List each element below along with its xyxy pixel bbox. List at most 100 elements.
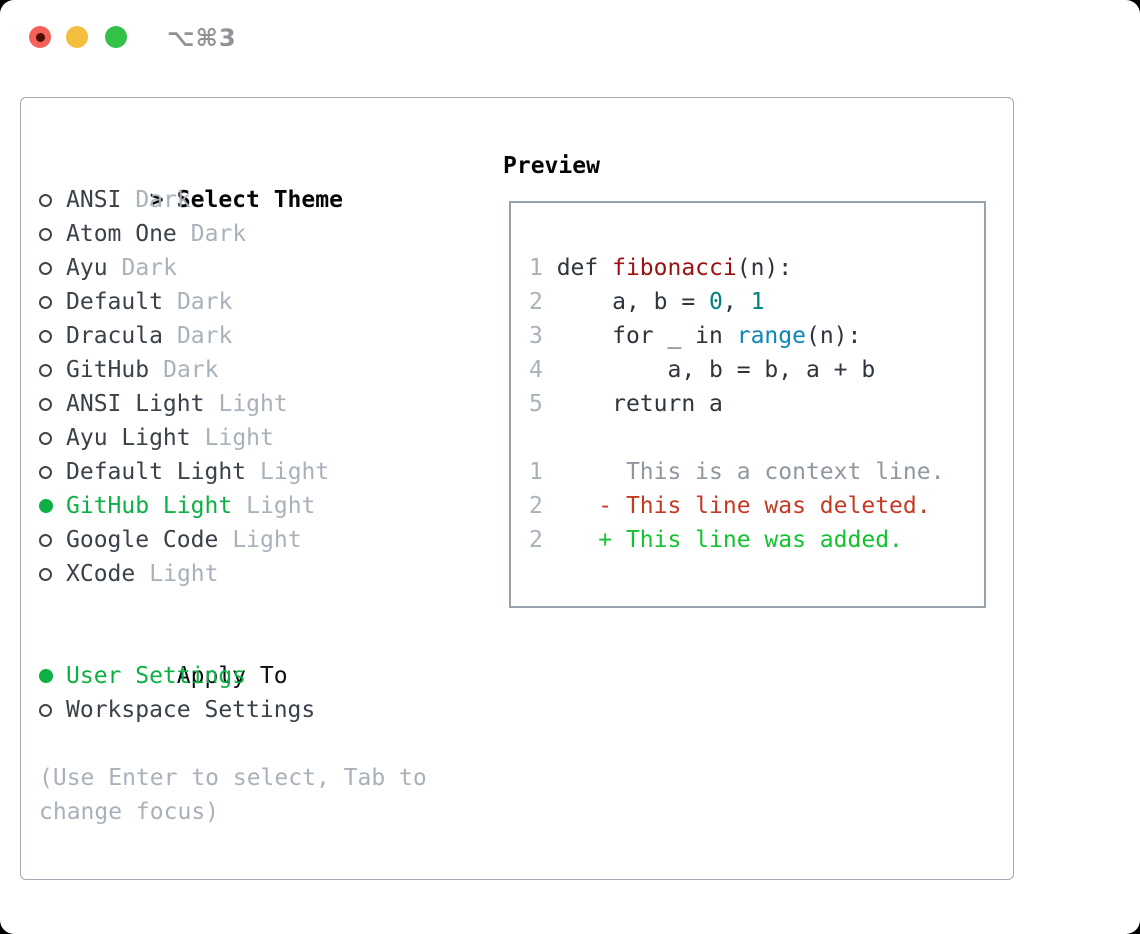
- theme-variant-label: Light: [149, 561, 219, 587]
- theme-option-label: Default: [66, 289, 163, 315]
- code-token: a, b = b, a + b: [556, 357, 876, 383]
- radio-icon: [39, 398, 52, 411]
- pointer-icon: >: [149, 187, 164, 213]
- apply-option-workspace-settings[interactable]: Workspace Settings: [39, 693, 315, 727]
- apply-option-user-settings[interactable]: User Settings: [39, 659, 315, 693]
- radio-icon: [39, 534, 52, 547]
- radio-icon: [39, 704, 52, 717]
- theme-option-ayu[interactable]: Ayu Dark: [39, 251, 343, 285]
- theme-option-label: Ayu: [66, 255, 108, 281]
- line-number: 3: [529, 323, 557, 349]
- theme-option-label: Dracula: [66, 323, 163, 349]
- line-number: 1: [529, 459, 557, 485]
- window-titlebar: ⌥⌘3: [0, 0, 1140, 97]
- window-title: ⌥⌘3: [167, 24, 237, 52]
- theme-option-ansi[interactable]: ANSI Dark: [39, 183, 343, 217]
- line-number: 4: [529, 357, 557, 383]
- code-line: [529, 421, 984, 455]
- theme-variant-label: Dark: [176, 323, 233, 349]
- close-button[interactable]: [29, 26, 51, 48]
- radio-icon: [39, 364, 52, 377]
- line-number: 2: [529, 289, 557, 315]
- theme-option-default[interactable]: Default Dark: [39, 285, 343, 319]
- theme-option-label: Atom One: [66, 221, 177, 247]
- theme-option-label: ANSI Light: [66, 391, 205, 417]
- theme-option-ayu-light[interactable]: Ayu Light Light: [39, 421, 343, 455]
- theme-option-dracula[interactable]: Dracula Dark: [39, 319, 343, 353]
- theme-variant-label: Dark: [121, 255, 177, 281]
- apply-to-header: Apply To: [39, 625, 315, 689]
- code-line: 4 a, b = b, a + b: [529, 353, 984, 387]
- code-token: def: [556, 255, 613, 281]
- code-token: ,: [722, 289, 751, 315]
- theme-option-github-light[interactable]: GitHub Light Light: [39, 489, 343, 523]
- code-token: (n):: [736, 255, 793, 281]
- radio-icon: [39, 466, 52, 479]
- unsaved-changes-dot-icon: [35, 32, 45, 42]
- radio-icon: [39, 330, 52, 343]
- radio-icon: [39, 568, 52, 581]
- code-line: 1 This is a context line.: [529, 455, 984, 489]
- code-token: This is a context line.: [556, 459, 945, 485]
- theme-option-label: Ayu Light: [66, 425, 191, 451]
- theme-option-google-code[interactable]: Google Code Light: [39, 523, 343, 557]
- theme-variant-label: Light: [246, 493, 316, 519]
- code-token: (n):: [805, 323, 862, 349]
- radio-icon: [39, 228, 52, 241]
- radio-icon: [39, 194, 52, 207]
- line-number: 2: [529, 493, 557, 519]
- theme-option-default-light[interactable]: Default Light Light: [39, 455, 343, 489]
- select-theme-title: Select Theme: [176, 187, 343, 213]
- line-number: 2: [529, 527, 557, 553]
- code-token: - This line was deleted.: [556, 493, 931, 519]
- apply-option-label: Workspace Settings: [66, 697, 316, 723]
- minimize-button[interactable]: [66, 26, 88, 48]
- radio-icon: [39, 262, 52, 275]
- code-line: 3 for _ in range(n):: [529, 319, 984, 353]
- theme-variant-label: Dark: [176, 289, 233, 315]
- theme-variant-label: Light: [204, 425, 274, 451]
- code-token: a, b =: [556, 289, 710, 315]
- code-line: 5 return a: [529, 387, 984, 421]
- theme-variant-label: Dark: [163, 357, 219, 383]
- theme-variant-label: Dark: [190, 221, 247, 247]
- code-token: + This line was added.: [556, 527, 903, 553]
- apply-option-label: User Settings: [66, 663, 247, 689]
- line-number: 1: [529, 255, 557, 281]
- theme-option-label: XCode: [66, 561, 136, 587]
- code-line: 2 + This line was added.: [529, 523, 984, 557]
- hint-text: (Use Enter to select, Tab to change focu…: [39, 765, 427, 825]
- theme-option-label: Google Code: [66, 527, 219, 553]
- code-token: 1: [750, 289, 765, 315]
- code-token: range: [736, 323, 806, 349]
- code-token: for _ in: [556, 323, 737, 349]
- preview-title: Preview: [503, 153, 600, 179]
- code-line: 2 - This line was deleted.: [529, 489, 984, 523]
- theme-option-label: Default Light: [66, 459, 247, 485]
- radio-selected-icon: [39, 499, 53, 513]
- theme-option-label: ANSI: [66, 187, 122, 213]
- select-theme-header: > Select Theme: [39, 149, 343, 213]
- apply-to-title: Apply To: [176, 663, 288, 689]
- code-line: 1 def fibonacci(n):: [529, 251, 984, 285]
- code-line: 2 a, b = 0, 1: [529, 285, 984, 319]
- theme-variant-label: Light: [260, 459, 330, 485]
- theme-option-atom-one[interactable]: Atom One Dark: [39, 217, 343, 251]
- radio-icon: [39, 296, 52, 309]
- code-token: return a: [556, 391, 723, 417]
- theme-variant-label: Light: [232, 527, 302, 553]
- zoom-button[interactable]: [105, 26, 127, 48]
- theme-variant-label: Dark: [135, 187, 191, 213]
- theme-option-label: GitHub Light: [66, 493, 233, 519]
- theme-option-xcode[interactable]: XCode Light: [39, 557, 343, 591]
